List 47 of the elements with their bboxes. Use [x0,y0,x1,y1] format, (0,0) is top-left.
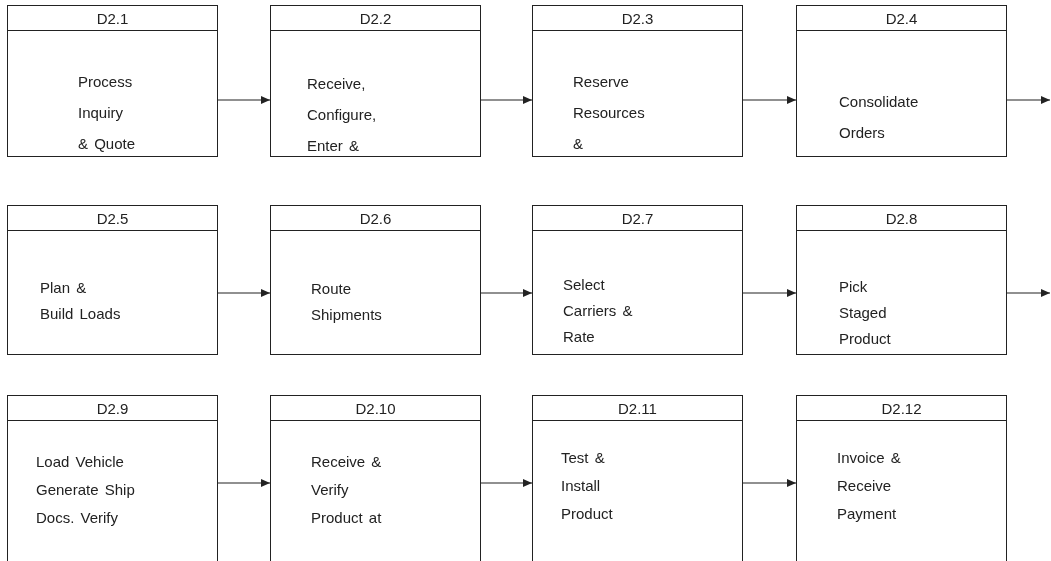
process-box [7,395,218,561]
step-id: D2.10 [355,399,396,417]
step-description: Receive & Verify Product at [311,452,383,528]
process-box [796,395,1007,561]
step-description: Process Inquiry & Quote [78,72,136,154]
arrow [1006,96,1051,104]
step-description: Route Shipments [311,279,383,325]
step-id: D2.11 [618,399,657,417]
arrow [217,289,271,297]
process-box [270,205,481,355]
process-box [796,205,1007,355]
step-description: Test & Install Product [561,448,614,524]
step-id: D2.6 [359,209,392,227]
step-description: Pick Staged Product [839,277,892,349]
arrow [742,96,797,104]
step-id: D2.5 [96,209,129,227]
step-id: D2.3 [621,9,654,27]
step-description: Invoice & Receive Payment [837,448,902,524]
arrow [217,479,271,487]
step-id: D2.8 [885,209,918,227]
step-id: D2.12 [881,399,922,417]
step-description: Plan & Build Loads [40,278,122,324]
step-id: D2.2 [359,9,392,27]
arrow [1006,289,1051,297]
process-box [270,5,481,157]
arrow [742,479,797,487]
process-box [7,205,218,355]
arrow [742,289,797,297]
process-box [796,5,1007,157]
step-id: D2.1 [96,9,129,27]
process-box [532,205,743,355]
arrow [217,96,271,104]
step-id: D2.7 [621,209,654,227]
step-description: Reserve Resources & [573,72,646,154]
process-box [532,395,743,561]
process-box [7,5,218,157]
arrow [480,479,533,487]
step-id: D2.4 [885,9,918,27]
arrow [480,289,533,297]
step-id: D2.9 [96,399,129,417]
step-description: Select Carriers & Rate [563,275,634,347]
step-description: Receive, Configure, Enter & [307,74,378,156]
step-description: Consolidate Orders [839,92,920,143]
process-box [270,395,481,561]
step-description: Load Vehicle Generate Ship Docs. Verify [36,452,136,528]
process-box [532,5,743,157]
arrow [480,96,533,104]
